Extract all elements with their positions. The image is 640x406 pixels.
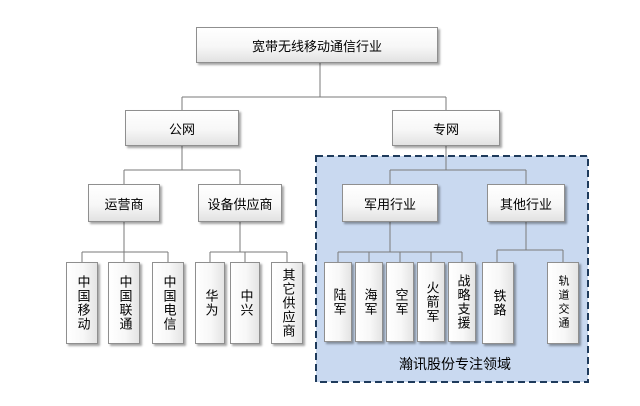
suppliers-node: 设备供应商	[198, 184, 282, 222]
root-node: 宽带无线移动通信行业	[196, 27, 438, 63]
industry-leaf-railway: 铁路	[482, 262, 514, 344]
military-leaf-rocket-force: 火箭军	[417, 262, 445, 342]
leaf-label: 中国联通	[116, 275, 132, 331]
military-label: 军用行业	[363, 197, 416, 213]
suppliers-label: 设备供应商	[207, 197, 273, 213]
public-network-label: 公网	[168, 122, 195, 138]
military-node: 军用行业	[342, 184, 438, 222]
private-network-label: 专网	[432, 122, 459, 138]
military-leaf-navy: 海军	[355, 262, 383, 342]
supplier-leaf-huawei: 华为	[195, 262, 225, 344]
public-network-node: 公网	[125, 110, 239, 146]
military-leaf-army: 陆军	[324, 262, 352, 342]
leaf-label: 中国电信	[160, 275, 176, 331]
root-label: 宽带无线移动通信行业	[251, 39, 382, 55]
leaf-label: 轨道交通	[557, 275, 570, 331]
leaf-label: 华为	[202, 289, 218, 317]
leaf-label: 陆军	[330, 288, 346, 316]
military-leaf-strategic-support: 战略支援	[448, 262, 476, 342]
military-leaf-air-force: 空军	[386, 262, 414, 342]
focus-region-caption: 瀚讯股份专注领域	[399, 357, 511, 373]
leaf-label: 中兴	[237, 289, 253, 317]
leaf-label: 空军	[392, 288, 408, 316]
supplier-leaf-other: 其它供应商	[271, 262, 303, 344]
leaf-label: 火箭军	[423, 281, 439, 323]
operators-node: 运营商	[88, 184, 160, 222]
leaf-label: 中国移动	[74, 275, 90, 331]
operator-leaf-china-unicom: 中国联通	[108, 262, 140, 344]
other-industries-label: 其他行业	[499, 197, 552, 213]
leaf-label: 铁路	[490, 289, 506, 317]
connector-lines	[81, 63, 564, 262]
private-network-node: 专网	[392, 110, 500, 146]
operator-leaf-china-telecom: 中国电信	[152, 262, 184, 344]
other-industries-node: 其他行业	[487, 184, 565, 222]
leaf-label: 海军	[361, 288, 377, 316]
industry-leaf-rail-transit: 轨道交通	[547, 262, 579, 344]
leaf-label: 战略支援	[454, 274, 470, 330]
leaf-label: 其它供应商	[279, 268, 295, 338]
operator-leaf-china-mobile: 中国移动	[66, 262, 98, 344]
operators-label: 运营商	[104, 197, 144, 213]
supplier-leaf-zte: 中兴	[230, 262, 260, 344]
